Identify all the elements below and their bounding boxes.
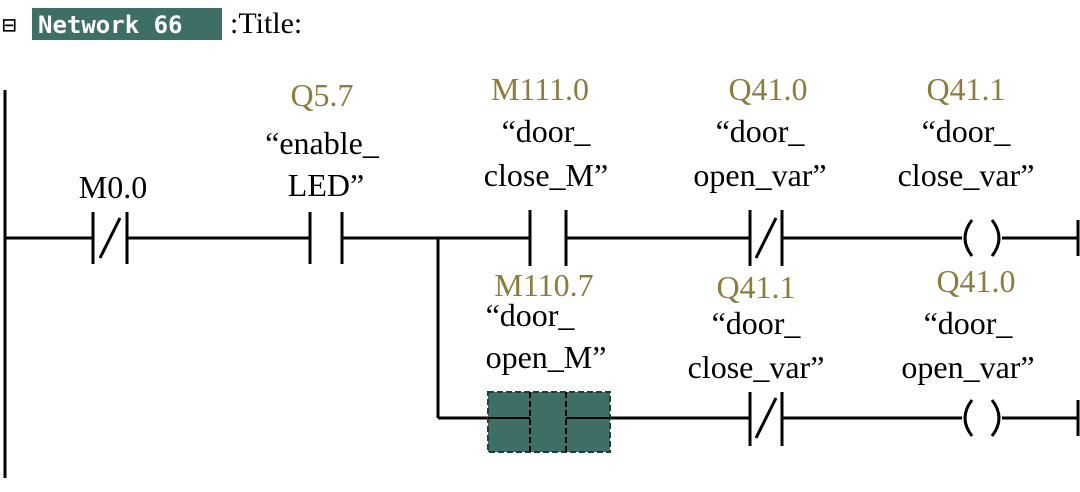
selection-highlight [487, 391, 611, 453]
contact-symbol-line-1: “door_ [716, 113, 806, 149]
coil-symbol-line-1: “door_ [924, 305, 1014, 341]
coil-symbol-line-2: open_var” [901, 349, 1034, 385]
network-label-highlight[interactable] [32, 8, 222, 40]
contact-m0-0[interactable]: M0.0 [79, 169, 147, 264]
contact-symbol-line-1: “door_ [486, 297, 576, 333]
contact-address: Q41.0 [728, 71, 807, 107]
collapse-icon[interactable]: ⊟ [2, 11, 16, 39]
coil-address: Q41.1 [926, 71, 1005, 107]
contact-q41-1[interactable]: Q41.1 “door_ close_var” [688, 269, 825, 446]
network-label[interactable]: Network 66 [38, 11, 183, 39]
coil-symbol-line-2: close_var” [898, 157, 1035, 193]
contact-address: M111.0 [491, 71, 589, 107]
contact-symbol-line-1: “door_ [502, 113, 592, 149]
coil-symbol-line-1: “door_ [922, 113, 1012, 149]
contact-address: M0.0 [79, 169, 147, 205]
contact-symbol-line-2: open_M” [486, 339, 607, 375]
network-header: ⊟ Network 66 :Title: [2, 7, 302, 40]
contact-q41-0[interactable]: Q41.0 “door_ open_var” [693, 71, 827, 266]
coil-address: Q41.0 [936, 263, 1015, 299]
coil-q41-0[interactable]: Q41.0 “door_ open_var” [901, 263, 1035, 437]
contact-address: Q5.7 [290, 77, 353, 113]
contact-symbol-line-1: “door_ [712, 305, 802, 341]
contact-m110-7[interactable]: M110.7 “door_ open_M” [486, 267, 611, 453]
branch-wires [436, 238, 1078, 420]
network-title[interactable]: :Title: [230, 7, 302, 40]
contact-symbol-line-2: open_var” [693, 157, 826, 193]
contact-symbol-line-2: close_M” [484, 157, 608, 193]
contact-symbol-line-1: “enable_ [265, 125, 380, 161]
contact-m111-0[interactable]: M111.0 “door_ close_M” [484, 71, 608, 266]
contact-symbol-line-2: close_var” [688, 349, 825, 385]
contact-symbol-line-2: LED” [288, 167, 364, 203]
contact-address: Q41.1 [716, 269, 795, 305]
contact-q5-7[interactable]: Q5.7 “enable_ LED” [265, 77, 380, 264]
coil-q41-1[interactable]: Q41.1 “door_ close_var” [898, 71, 1035, 257]
contact-address: M110.7 [494, 267, 593, 303]
